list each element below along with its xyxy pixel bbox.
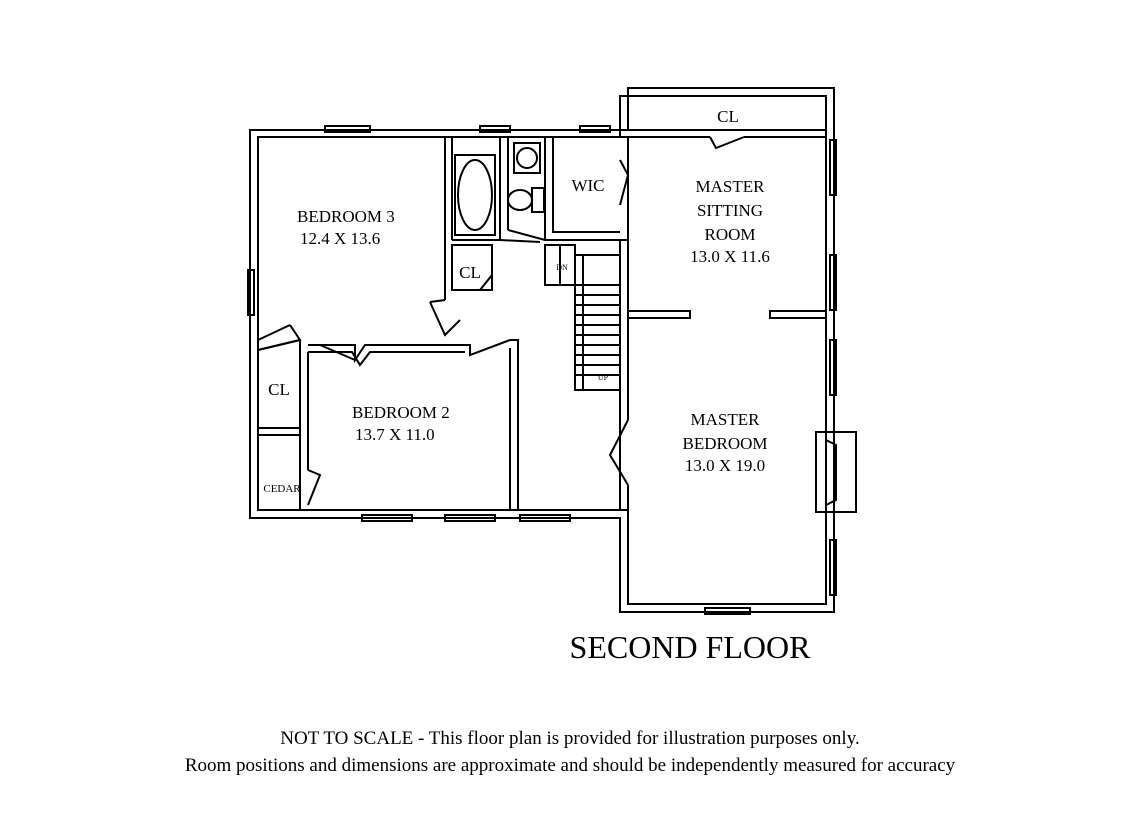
left-closet-walls xyxy=(257,339,301,436)
closet-left-label: CL xyxy=(268,380,290,399)
bedroom-3-dims: 12.4 X 13.6 xyxy=(300,229,380,248)
closet-hall-label: CL xyxy=(459,263,481,282)
stair-up-label: UP xyxy=(598,373,609,382)
bedroom-2-walls xyxy=(299,339,519,510)
wic-label: WIC xyxy=(571,176,604,195)
bedroom-2-dims: 13.7 X 11.0 xyxy=(355,425,435,444)
master-bedroom-dims: 13.0 X 19.0 xyxy=(685,456,765,475)
hall-closet-walls xyxy=(451,244,493,291)
master-suite-walls xyxy=(608,137,827,604)
stair-down-label: DN xyxy=(556,263,568,272)
closet-top-walls xyxy=(620,129,826,150)
disclaimer-line-2: Room positions and dimensions are approx… xyxy=(184,755,956,776)
bedroom-3-name: BEDROOM 3 xyxy=(297,207,395,226)
bedroom-2-name: BEDROOM 2 xyxy=(352,403,450,422)
cedar-label: CEDAR xyxy=(263,483,301,495)
master-sitting-dims: 13.0 X 11.6 xyxy=(690,247,770,266)
windows xyxy=(247,125,837,615)
bedroom-3-walls xyxy=(257,137,461,361)
master-bedroom-line1: MASTER xyxy=(691,410,761,429)
disclaimer-line-1: NOT TO SCALE - This floor plan is provid… xyxy=(280,728,860,749)
master-sitting-line2: SITTING xyxy=(697,201,763,220)
bathroom-walls xyxy=(452,137,546,243)
stairs xyxy=(544,244,621,391)
closet-top-label: CL xyxy=(717,107,739,126)
floor-title: SECOND FLOOR xyxy=(570,629,812,665)
master-sitting-line1: MASTER xyxy=(696,177,766,196)
master-bedroom-line2: BEDROOM xyxy=(682,434,767,453)
fireplace xyxy=(815,431,857,513)
master-sitting-line3: ROOM xyxy=(704,225,755,244)
exterior-walls xyxy=(249,87,835,613)
